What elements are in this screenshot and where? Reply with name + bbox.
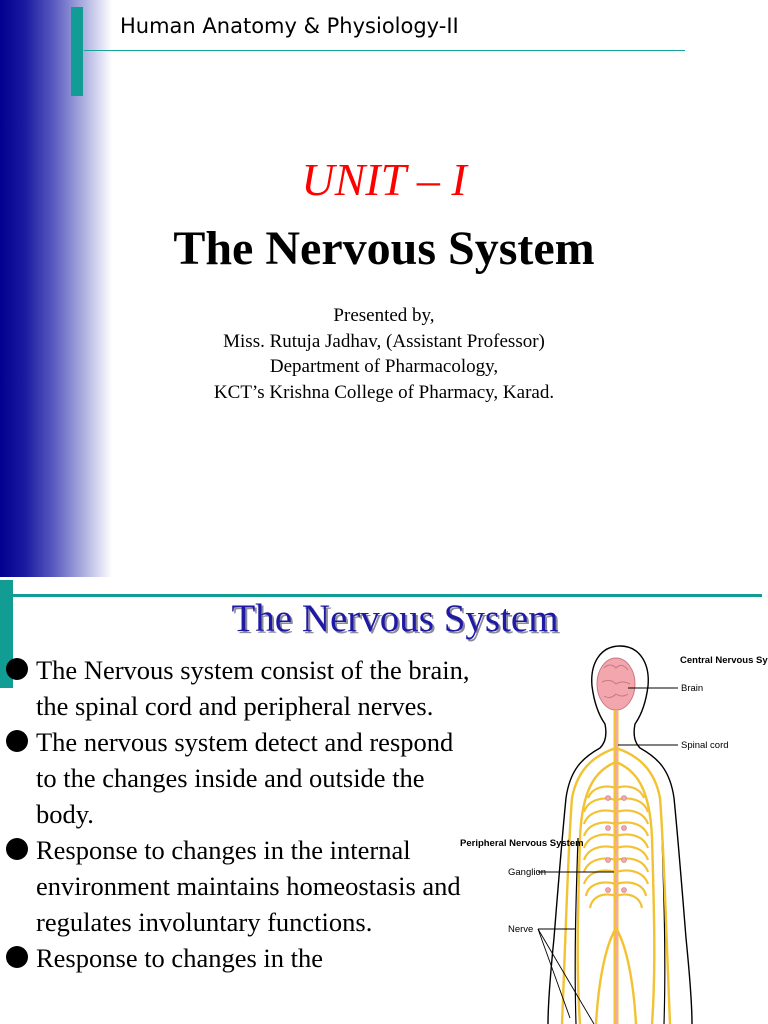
bullet-text: Response to changes in the internal envi… [36, 835, 461, 937]
label-nerve: Nerve [508, 924, 533, 935]
bullet-list: The Nervous system consist of the brain,… [6, 652, 476, 976]
bullet-text: The nervous system detect and respond to… [36, 727, 454, 829]
presenter-line: Presented by, [333, 305, 435, 326]
side-gradient-band [0, 0, 112, 577]
label-pns: Peripheral Nervous System [460, 838, 584, 849]
label-leader-lines [537, 687, 678, 1024]
bullet-item: The Nervous system consist of the brain,… [6, 652, 476, 724]
bullet-item: Response to changes in the [6, 940, 476, 976]
peripheral-nerves [560, 746, 672, 1024]
presenter-info: Presented by, Miss. Rutuja Jadhav, (Assi… [0, 303, 768, 405]
bullet-dot-icon [6, 730, 28, 752]
label-cns: Central Nervous System [680, 655, 768, 666]
presenter-line: Miss. Rutuja Jadhav, (Assistant Professo… [223, 330, 545, 352]
label-brain: Brain [681, 683, 703, 694]
brain-folds [601, 664, 631, 699]
bullet-item: Response to changes in the internal envi… [6, 832, 476, 940]
slide-title: The Nervous System [173, 222, 595, 275]
body-outline [547, 645, 693, 1024]
bullet-dot-icon [6, 946, 28, 968]
slide-divider [0, 577, 768, 580]
label-spinal-cord: Spinal cord [681, 740, 729, 751]
ganglion-icons [605, 795, 627, 893]
bullet-dot-icon [6, 658, 28, 680]
presenter-line: Department of Pharmacology, [269, 356, 499, 377]
slide-title: The Nervous System [231, 597, 559, 640]
bullet-text: Response to changes in the [36, 943, 324, 973]
bullet-item: The nervous system detect and respond to… [6, 724, 476, 832]
teal-accent-bar [71, 7, 83, 96]
header-rule [13, 594, 762, 597]
bullet-text: The Nervous system consist of the brain,… [36, 655, 470, 721]
unit-title: UNIT – I [301, 154, 467, 205]
title-slide: Human Anatomy & Physiology-II UNIT – I T… [0, 0, 768, 577]
presenter-line: KCT’s Krishna College of Pharmacy, Karad… [213, 381, 555, 403]
bullet-dot-icon [6, 838, 28, 860]
header-rule [84, 50, 685, 51]
label-ganglion: Ganglion [508, 867, 546, 878]
content-slide: The Nervous System The Nervous system co… [0, 580, 768, 1024]
nervous-system-figure: Central Nervous System Brain Spinal cord… [460, 645, 768, 1024]
course-header: Human Anatomy & Physiology-II [120, 14, 459, 38]
